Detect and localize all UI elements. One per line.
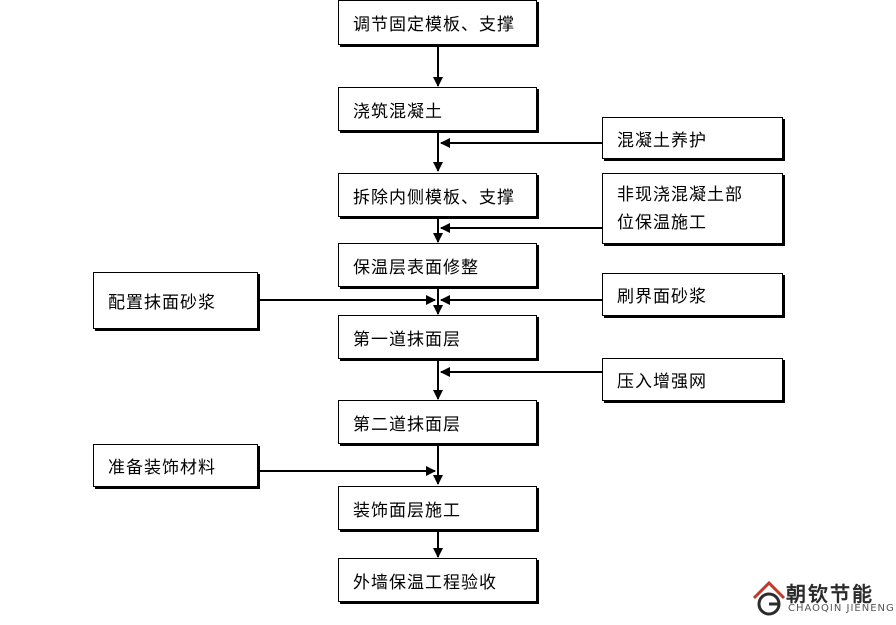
logo-name: 朝钦节能 bbox=[786, 582, 874, 606]
side-prepare-mortar: 配置抹面砂浆 bbox=[93, 272, 258, 329]
step-acceptance: 外墙保温工程验收 bbox=[338, 558, 537, 602]
step-finish-layer: 装饰面层施工 bbox=[338, 486, 537, 530]
side-interface-mortar: 刷界面砂浆 bbox=[602, 273, 783, 316]
step-surface-trim: 保温层表面修整 bbox=[338, 243, 537, 287]
step-label: 保温层表面修整 bbox=[353, 257, 479, 278]
step-adjust-formwork: 调节固定模板、支撑 bbox=[338, 0, 537, 45]
step-second-coat: 第二道抹面层 bbox=[338, 400, 537, 444]
step-label: 第一道抹面层 bbox=[353, 329, 461, 350]
step-label: 外墙保温工程验收 bbox=[353, 572, 497, 593]
side-label: 压入增强网 bbox=[617, 372, 707, 392]
step-remove-formwork: 拆除内侧模板、支撑 bbox=[338, 173, 537, 217]
side-label: 刷界面砂浆 bbox=[617, 287, 707, 307]
logo-pinyin: CHAOQIN JIENENG bbox=[788, 603, 895, 614]
side-nonpour-insulation: 非现浇混凝土部 位保温施工 bbox=[602, 173, 783, 244]
step-first-coat: 第一道抹面层 bbox=[338, 315, 537, 359]
side-press-mesh: 压入增强网 bbox=[602, 358, 783, 401]
side-label-line1: 非现浇混凝土部 bbox=[617, 184, 743, 205]
side-label: 配置抹面砂浆 bbox=[108, 293, 216, 313]
step-label: 浇筑混凝土 bbox=[353, 101, 443, 122]
step-label: 第二道抹面层 bbox=[353, 414, 461, 435]
step-label: 调节固定模板、支撑 bbox=[353, 15, 515, 35]
brand-logo: 朝钦节能 CHAOQIN JIENENG bbox=[752, 578, 895, 622]
side-prepare-decor: 准备装饰材料 bbox=[93, 444, 258, 487]
house-logo-icon bbox=[752, 580, 786, 616]
side-label-line2: 位保温施工 bbox=[617, 212, 707, 233]
side-label: 混凝土养护 bbox=[617, 130, 707, 151]
step-pour-concrete: 浇筑混凝土 bbox=[338, 87, 537, 131]
side-label: 准备装饰材料 bbox=[108, 458, 216, 478]
side-concrete-curing: 混凝土养护 bbox=[602, 117, 783, 159]
step-label: 拆除内侧模板、支撑 bbox=[353, 187, 515, 208]
step-label: 装饰面层施工 bbox=[353, 500, 461, 521]
